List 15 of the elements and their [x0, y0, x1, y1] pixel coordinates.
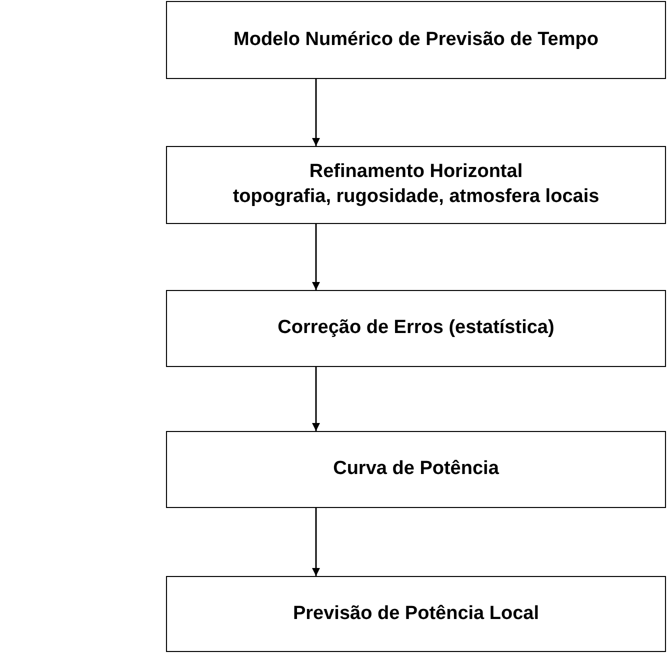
box-text: Curva de Potência — [333, 457, 499, 482]
arrow — [312, 367, 320, 431]
box-text: Modelo Numérico de Previsão de Tempo — [234, 28, 598, 52]
process-box — [166, 576, 666, 652]
box-text: topografia, rugosidade, atmosfera locais — [232, 185, 600, 209]
box-text: Refinamento Horizontal — [309, 160, 523, 184]
process-box — [166, 290, 666, 367]
arrow — [312, 79, 320, 146]
arrow — [312, 224, 320, 290]
process-box — [166, 146, 666, 224]
box-text: Previsão de Potência Local — [292, 602, 540, 626]
box-text: Correção de Erros (estatística) — [278, 316, 554, 340]
arrow — [312, 508, 320, 576]
process-box — [166, 431, 666, 508]
process-box — [166, 1, 666, 79]
